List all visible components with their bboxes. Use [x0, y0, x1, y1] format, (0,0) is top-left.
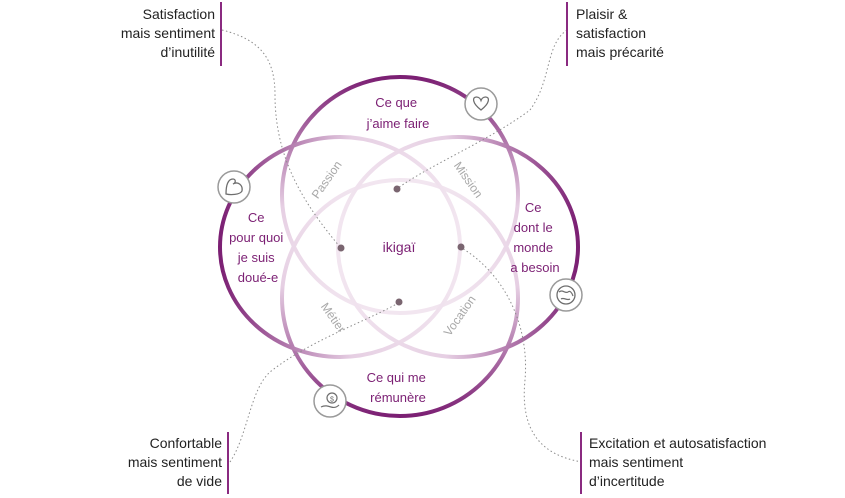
dot-metier-vocation [395, 298, 403, 306]
callout-bottom-right: Excitation et autosatisfaction mais sent… [589, 434, 766, 491]
callout-line: mais sentiment [127, 454, 222, 470]
callout-bar-top-right [566, 2, 568, 66]
callout-top-right: Plaisir & satisfaction mais précarité [576, 5, 664, 62]
callout-line: d’inutilité [160, 44, 215, 60]
money-hand-icon: $ [313, 384, 347, 418]
leader-line-bottom-right [459, 246, 583, 463]
heart-icon [464, 87, 498, 121]
callout-line: de vide [176, 473, 222, 489]
circle-top [280, 75, 520, 315]
circle-bottom [280, 178, 520, 418]
callout-top-left: Satisfaction mais sentiment d’inutilité [121, 5, 215, 62]
callout-line: mais sentiment [120, 25, 215, 41]
flexed-arm-icon [217, 170, 251, 204]
label-bottom-circle: Ce qui me rémunère [367, 370, 430, 405]
callout-line: mais précarité [576, 44, 664, 60]
callout-bottom-left: Confortable mais sentiment de vide [128, 434, 222, 491]
callout-bar-top-left [220, 2, 222, 66]
callout-line: Excitation et autosatisfaction [589, 435, 767, 451]
dot-mission-vocation [457, 243, 465, 251]
callout-bar-bottom-left [227, 432, 229, 494]
leader-line-top-left [221, 29, 341, 248]
callout-line: d’incertitude [589, 473, 665, 489]
callout-line: Satisfaction [142, 6, 215, 22]
svg-text:$: $ [330, 397, 334, 404]
label-left-circle: Ce pour quoi je suis doué-e [229, 210, 287, 285]
callout-line: satisfaction [576, 25, 647, 41]
callout-bar-bottom-right [580, 432, 582, 494]
dot-passion-metier [337, 244, 345, 252]
dot-passion-mission [393, 185, 401, 193]
label-right-circle: Ce dont le monde a besoin [510, 200, 559, 275]
label-top-circle: Ce que j’aime faire [366, 95, 430, 131]
callout-line: Plaisir & [576, 6, 628, 22]
center-label: ikigaï [383, 239, 416, 255]
earth-icon [549, 278, 583, 312]
zone-metier: Métier [318, 300, 349, 335]
callout-line: Confortable [149, 435, 222, 451]
callout-line: mais sentiment [589, 454, 684, 470]
